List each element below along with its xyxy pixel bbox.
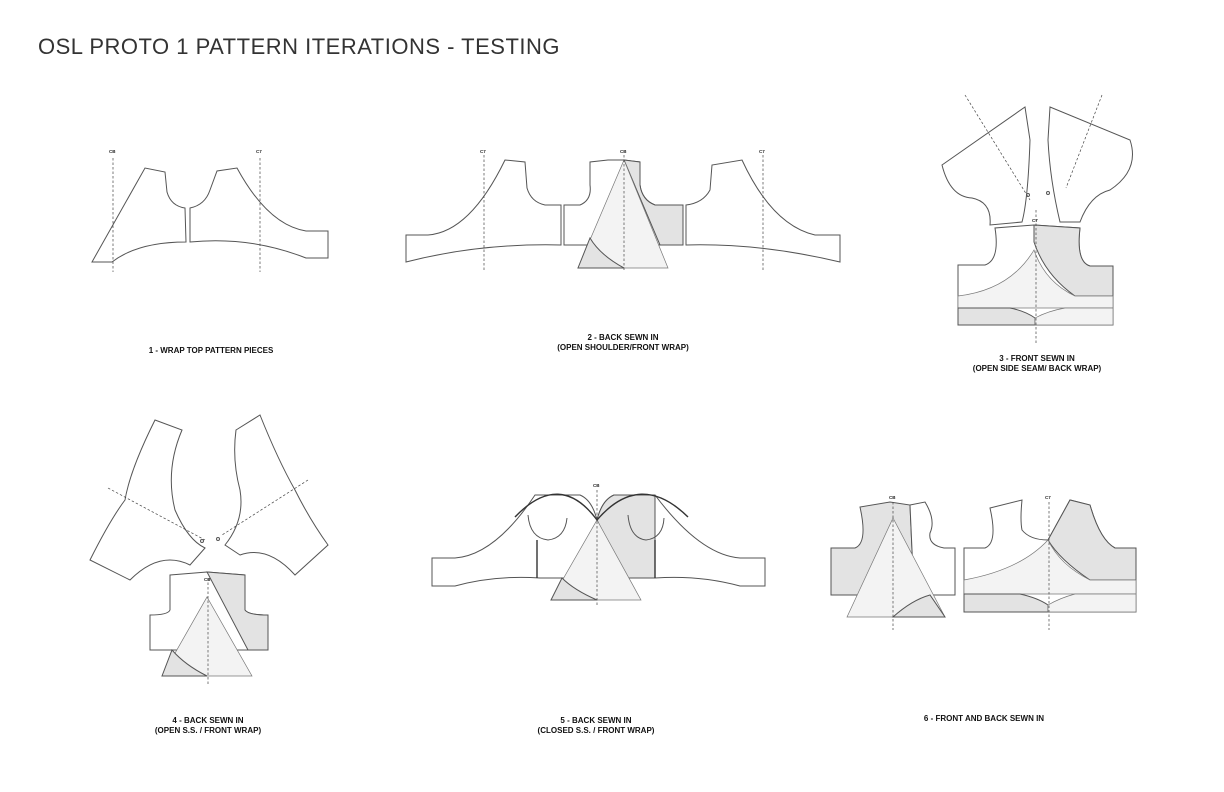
wrap-triangle-shaded bbox=[161, 649, 208, 677]
back-piece-left bbox=[91, 167, 187, 263]
caption-line: (CLOSED S.S. / FRONT WRAP) bbox=[537, 726, 655, 735]
neck-curve-left bbox=[527, 514, 568, 541]
front-left-piece bbox=[941, 106, 1031, 226]
wrap-sweep-light bbox=[957, 249, 1114, 309]
cb-marker: CB bbox=[593, 483, 600, 488]
sleeve-right-piece bbox=[224, 414, 329, 576]
front-right-dash bbox=[1065, 94, 1103, 189]
c7-marker: C7 bbox=[1045, 495, 1051, 500]
caption-line: 2 - BACK SEWN IN bbox=[587, 333, 659, 342]
panel-3-pattern: C7 bbox=[941, 94, 1133, 345]
front-shaded-right bbox=[1047, 499, 1137, 581]
wrap-triangle-shaded bbox=[891, 594, 946, 618]
caption-panel-2: 2 - BACK SEWN IN (OPEN SHOULDER/FRONT WR… bbox=[557, 333, 689, 353]
panel-2-pattern: C7 CB C7 bbox=[405, 149, 841, 270]
button-mark-left bbox=[1026, 193, 1030, 197]
c7-marker: C7 bbox=[1032, 218, 1038, 223]
sleeve-left-piece bbox=[89, 419, 206, 581]
button-mark-right bbox=[216, 537, 220, 541]
cb-marker: CB bbox=[889, 495, 896, 500]
cb-marker: CB bbox=[204, 577, 211, 582]
caption-panel-6: 6 - FRONT AND BACK SEWN IN bbox=[924, 714, 1044, 724]
panel-4-pattern: CB bbox=[89, 414, 329, 685]
front-piece-right bbox=[189, 167, 329, 259]
caption-panel-1: 1 - WRAP TOP PATTERN PIECES bbox=[149, 346, 274, 356]
panel-6-pattern: CB C7 bbox=[830, 495, 1137, 630]
hem-band-light bbox=[1034, 307, 1114, 326]
caption-line: (OPEN SIDE SEAM/ BACK WRAP) bbox=[972, 364, 1102, 373]
c7-marker-left: C7 bbox=[480, 149, 486, 154]
cb-marker: CB bbox=[109, 149, 116, 154]
front-right-piece bbox=[1047, 106, 1133, 223]
sleeve-left-dash bbox=[107, 487, 206, 541]
back-shaded-panel bbox=[623, 159, 684, 246]
panel-1-pattern: CB C7 bbox=[91, 149, 329, 272]
hem-band-light bbox=[1047, 593, 1137, 613]
caption-panel-5: 5 - BACK SEWN IN (CLOSED S.S. / FRONT WR… bbox=[538, 716, 655, 736]
back-shaded-right bbox=[206, 571, 269, 651]
wrap-sweep-light bbox=[963, 539, 1137, 595]
caption-line: 4 - BACK SEWN IN bbox=[172, 716, 244, 725]
caption-line: (OPEN SHOULDER/FRONT WRAP) bbox=[557, 343, 689, 352]
caption-line: 1 - WRAP TOP PATTERN PIECES bbox=[148, 346, 274, 355]
caption-line: 3 - FRONT SEWN IN bbox=[999, 354, 1075, 363]
button-mark-right bbox=[1046, 191, 1050, 195]
caption-panel-4: 4 - BACK SEWN IN (OPEN S.S. / FRONT WRAP… bbox=[155, 716, 261, 736]
page-title: OSL PROTO 1 PATTERN ITERATIONS - TESTING bbox=[38, 34, 560, 59]
left-sleeve-piece bbox=[405, 159, 562, 263]
caption-line: 5 - BACK SEWN IN bbox=[560, 716, 632, 725]
c7-marker: C7 bbox=[256, 149, 262, 154]
c7-marker-right: C7 bbox=[759, 149, 765, 154]
sleeve-right-dash bbox=[221, 479, 309, 536]
caption-line: (OPEN S.S. / FRONT WRAP) bbox=[154, 726, 262, 735]
cb-marker: CB bbox=[620, 149, 627, 154]
yoke-arc bbox=[514, 493, 689, 522]
neck-curve-right bbox=[627, 514, 665, 541]
button-mark-left bbox=[200, 539, 204, 543]
caption-panel-3: 3 - FRONT SEWN IN (OPEN SIDE SEAM/ BACK … bbox=[973, 354, 1101, 374]
panel-5-pattern: CB bbox=[431, 483, 766, 605]
caption-line: 6 - FRONT AND BACK SEWN IN bbox=[923, 714, 1045, 723]
